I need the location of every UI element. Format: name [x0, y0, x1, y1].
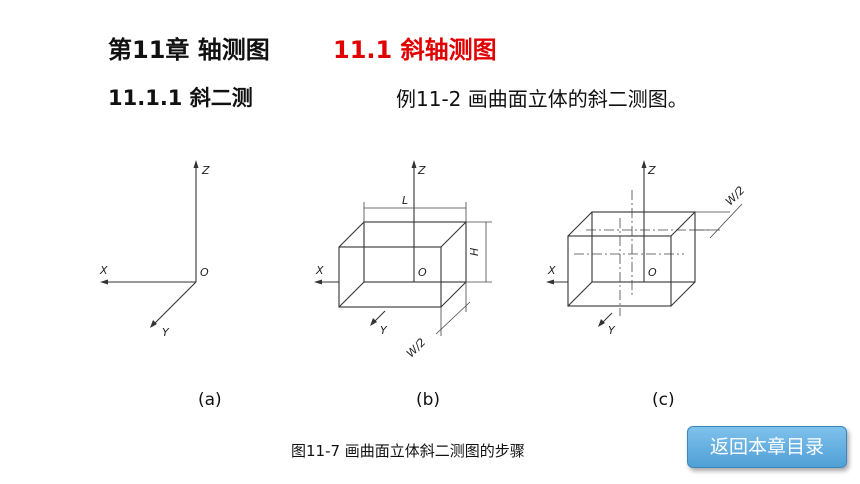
- z-arrow-a: [193, 160, 199, 168]
- figure-a-axes: Z X O Y: [99, 160, 210, 339]
- figure-b-box: L H W/2 O Z X Y: [314, 160, 492, 360]
- box-back-face-c: [591, 211, 696, 283]
- dim-c-line: [709, 203, 743, 239]
- x-arrow-b: [314, 279, 322, 285]
- label-z-a: Z: [201, 164, 210, 177]
- label-y-c: Y: [608, 324, 616, 337]
- figure-caption: 图11-7 画曲面立体斜二测图的步骤: [291, 442, 525, 460]
- z-arrow-b: [411, 160, 417, 168]
- box-edge-b1: [338, 221, 365, 248]
- caption-c: (c): [652, 390, 675, 410]
- y-arrow-c: [598, 319, 605, 327]
- box-back-face-b: [363, 221, 467, 283]
- label-x-b: X: [315, 264, 324, 277]
- z-arrow-c: [641, 160, 647, 168]
- subsection-title: 11.1.1 斜二测: [108, 86, 253, 110]
- box-edge-c3: [670, 281, 696, 307]
- back-to-chapter-menu-button[interactable]: 返回本章目录: [687, 426, 847, 468]
- dim-w-line: [435, 301, 471, 335]
- label-o-b: O: [418, 266, 427, 279]
- label-l-b: L: [402, 194, 408, 207]
- chapter-title: 第11章 轴测图: [108, 36, 270, 64]
- label-w-c: W/2: [723, 184, 747, 208]
- y-arrow-a: [150, 320, 157, 328]
- label-z-b: Z: [417, 164, 426, 177]
- box-edge-b2: [440, 221, 467, 248]
- section-title: 11.1 斜轴测图: [333, 36, 497, 64]
- label-z-c: Z: [647, 164, 656, 177]
- box-edge-c1: [567, 211, 593, 237]
- label-o-a: O: [200, 266, 209, 279]
- label-o-c: O: [648, 266, 657, 279]
- figure-c-box: W/2 O Z X Y: [546, 160, 747, 337]
- y-axis-a: [151, 281, 197, 327]
- label-w-b: W/2: [404, 336, 428, 360]
- box-front-face-b: [338, 246, 442, 308]
- label-y-b: Y: [380, 324, 388, 337]
- label-x-c: X: [547, 264, 556, 277]
- box-edge-b3: [440, 281, 467, 308]
- box-edge-b4: [338, 281, 365, 308]
- x-arrow-a: [100, 279, 108, 285]
- box-edge-c4: [567, 281, 593, 307]
- label-y-a: Y: [162, 326, 170, 339]
- x-arrow-c: [546, 279, 554, 285]
- label-x-a: X: [99, 264, 108, 277]
- label-h-b: H: [468, 248, 481, 256]
- box-edge-c2: [670, 211, 696, 237]
- y-arrow-b: [370, 318, 377, 326]
- example-text: 例11-2 画曲面立体的斜二测图。: [396, 87, 688, 111]
- caption-b: (b): [416, 390, 441, 410]
- caption-a: (a): [198, 390, 222, 410]
- box-front-face-c: [567, 235, 672, 307]
